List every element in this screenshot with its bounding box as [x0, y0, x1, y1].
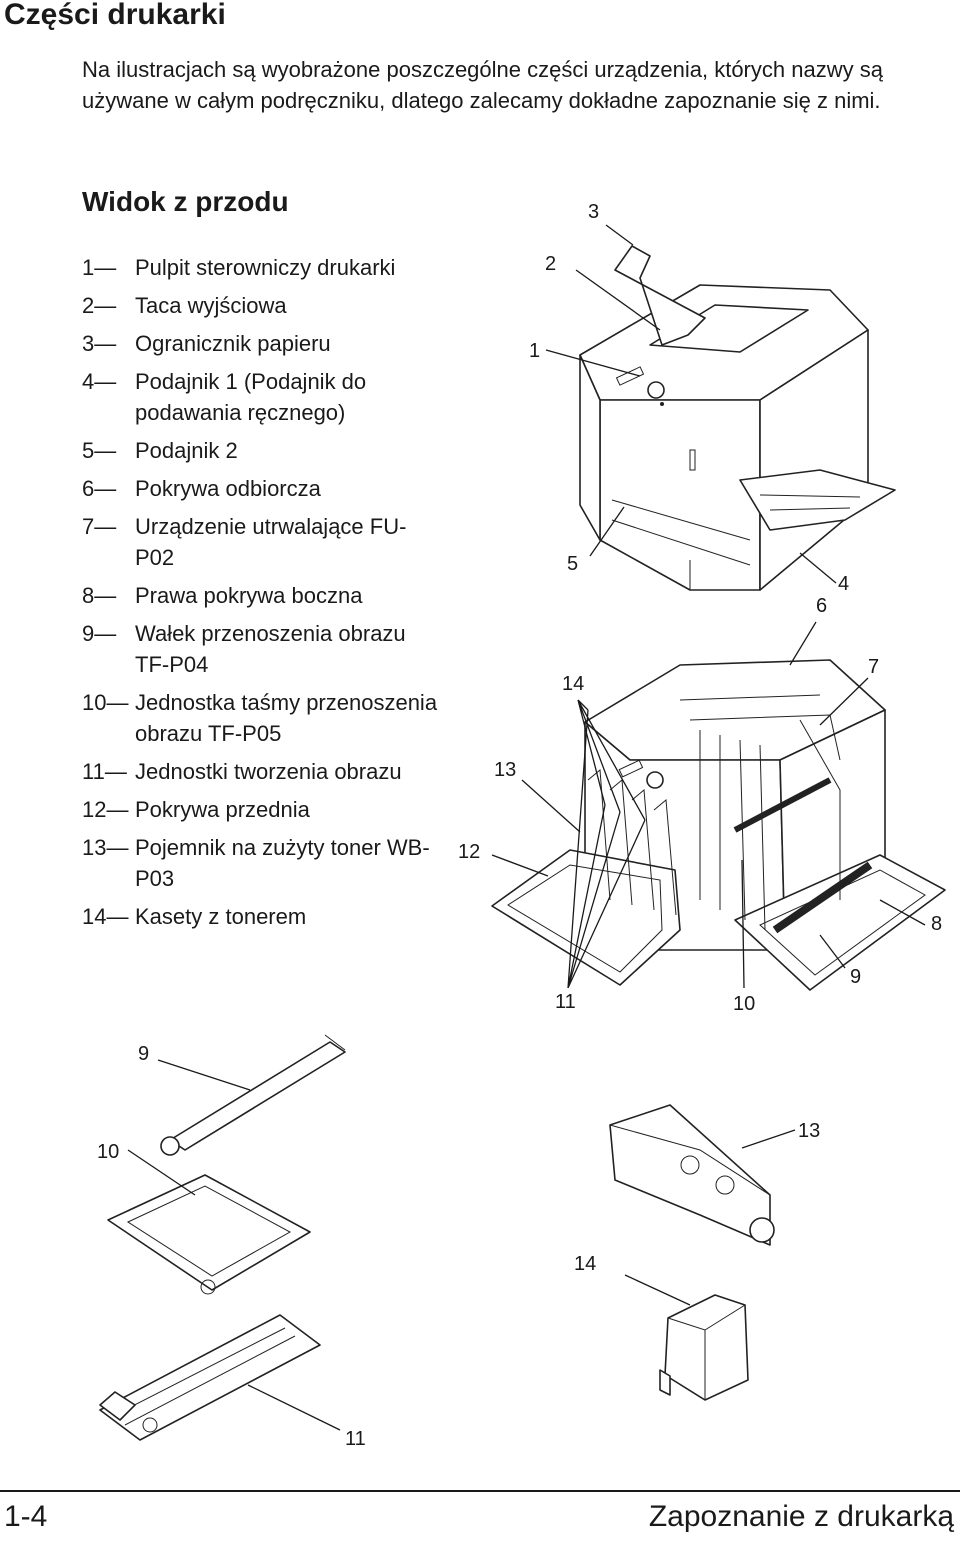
intro-paragraph: Na ilustracjach są wyobrażone poszczegól…: [82, 57, 883, 113]
legend-text: Pokrywa przednia: [135, 797, 310, 822]
detail-callout-13: 13: [798, 1120, 820, 1142]
page-title: Części drukarki: [4, 0, 226, 31]
legend-number: 13—: [82, 835, 129, 860]
legend-text: Taca wyjściowa: [135, 293, 287, 318]
callout-13: 13: [494, 759, 516, 781]
legend-item: 2— Taca wyjściowa: [82, 290, 442, 321]
legend-text: Prawa pokrywa boczna: [135, 583, 363, 608]
legend-text: Pojemnik na zużyty toner WB-P03: [135, 835, 430, 891]
callout-2: 2: [545, 253, 556, 275]
callout-11: 11: [555, 991, 576, 1013]
legend-number: 4—: [82, 369, 117, 394]
callout-7: 7: [868, 656, 879, 678]
legend-item: 3— Ogranicznik papieru: [82, 328, 442, 359]
imaging-unit-illustration: [99, 1314, 321, 1441]
detail-callout-10: 10: [97, 1141, 119, 1163]
legend-item: 8— Prawa pokrywa boczna: [82, 580, 442, 611]
legend-number: 14—: [82, 904, 129, 929]
detail-callout-9: 9: [138, 1043, 149, 1065]
legend-item: 4— Podajnik 1 (Podajnik do podawania ręcz…: [82, 366, 442, 428]
legend-item: 6— Pokrywa odbiorcza: [82, 473, 442, 504]
legend-item: 11— Jednostki tworzenia obrazu: [82, 756, 442, 787]
legend-text: Pokrywa odbiorcza: [135, 476, 321, 501]
legend-number: 7—: [82, 514, 117, 539]
callout-5: 5: [567, 553, 578, 575]
legend-item: 7— Urządzenie utrwalające FU-P02: [82, 511, 442, 573]
detail-callout-11: 11: [345, 1428, 366, 1450]
callout-9: 9: [850, 966, 861, 988]
printer-open-illustration: [491, 659, 946, 991]
parts-legend: 1— Pulpit sterowniczy drukarki 2— Taca wyj…: [82, 252, 442, 939]
legend-text: Jednostka taśmy przenoszenia obrazu TF-P…: [135, 690, 438, 746]
legend-item: 13—Pojemnik na zużyty toner WB-P03: [82, 832, 442, 894]
legend-text: Pulpit sterowniczy drukarki: [135, 255, 396, 280]
section-title: Widok z przodu: [82, 186, 289, 217]
callout-labels: 1 2 3 4 5 6 7 8 9 10 11 12 13 14 9 10 13…: [97, 201, 942, 1450]
legend-number: 10—: [82, 690, 129, 715]
legend-item: 10—Jednostka taśmy przenoszenia obrazu T…: [82, 687, 442, 749]
callout-12: 12: [458, 841, 480, 863]
footer-divider: [0, 1490, 960, 1492]
legend-text: Ogranicznik papieru: [135, 331, 331, 356]
legend-item: 12—Pokrywa przednia: [82, 794, 442, 825]
callout-8: 8: [931, 913, 942, 935]
legend-text: Urządzenie utrwalające FU-P02: [135, 514, 407, 570]
detail-callout-14: 14: [574, 1253, 596, 1275]
toner-cartridge-illustration: [659, 1294, 749, 1401]
callout-14: 14: [562, 673, 584, 695]
footer-page-number: 1-4: [4, 1500, 48, 1533]
waste-toner-bottle-illustration: [609, 1104, 775, 1246]
legend-number: 12—: [82, 797, 129, 822]
callout-3: 3: [588, 201, 599, 223]
footer-chapter-title: Zapoznanie z drukarką: [648, 1500, 954, 1533]
legend-number: 1—: [82, 255, 117, 280]
legend-number: 3—: [82, 331, 117, 356]
legend-text: Jednostki tworzenia obrazu: [135, 759, 402, 784]
legend-number: 2—: [82, 293, 117, 318]
legend-number: 9—: [82, 621, 117, 646]
transfer-roller-illustration: [160, 1034, 346, 1156]
printer-illustrations: 1 2 3 4 5 6 7 8 9 10 11 12 13 14 9 10 13…: [97, 201, 946, 1450]
legend-number: 6—: [82, 476, 117, 501]
callout-1: 1: [529, 340, 540, 362]
callout-4: 4: [838, 573, 849, 595]
legend-number: 11—: [82, 759, 127, 784]
printer-front-illustration: [579, 245, 896, 591]
leader-lines: [127, 224, 926, 1431]
legend-text: Podajnik 2: [135, 438, 238, 463]
transfer-belt-illustration: [107, 1174, 311, 1295]
legend-number: 8—: [82, 583, 117, 608]
legend-item: 5— Podajnik 2: [82, 435, 442, 466]
legend-number: 5—: [82, 438, 117, 463]
legend-item: 14—Kasety z tonerem: [82, 901, 442, 932]
callout-6: 6: [816, 595, 827, 617]
legend-item: 9— Wałek przenoszenia obrazu TF-P04: [82, 618, 442, 680]
legend-text: Kasety z tonerem: [135, 904, 307, 929]
legend-item: 1— Pulpit sterowniczy drukarki: [82, 252, 442, 283]
legend-text: Wałek przenoszenia obrazu TF-P04: [135, 621, 406, 677]
legend-text: Podajnik 1 (Podajnik do podawania ręczne…: [135, 369, 367, 425]
callout-10: 10: [733, 993, 755, 1015]
